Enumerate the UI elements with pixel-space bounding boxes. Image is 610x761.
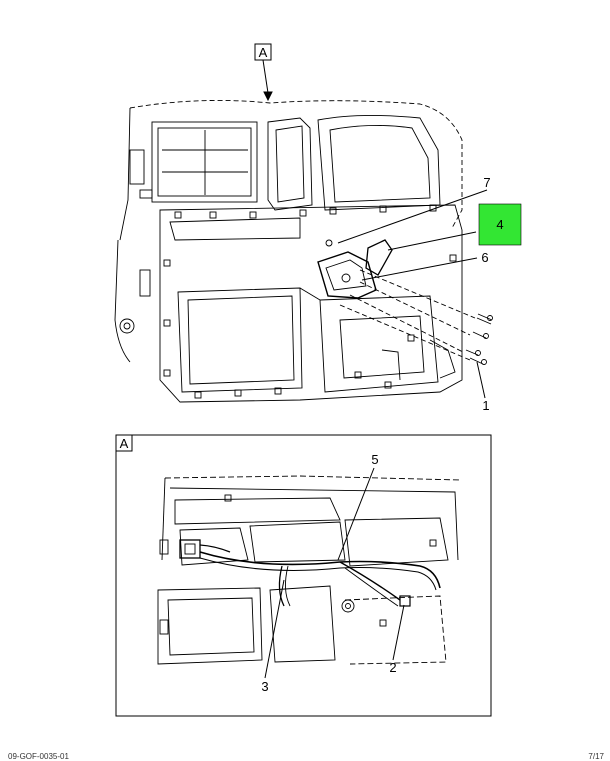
callout-6: 6: [481, 250, 488, 265]
callout-4-highlight: [478, 203, 522, 246]
screws: [339, 269, 493, 365]
callout-2: 2: [389, 660, 396, 675]
detail-a-label: A: [120, 436, 129, 451]
callout-7: 7: [483, 175, 490, 190]
instrument-panel-illustration: [114, 99, 493, 403]
footer-figure-id: 09-GOF-0035-01: [8, 752, 69, 761]
callout-5: 5: [371, 452, 378, 467]
callout-4: 4: [496, 217, 503, 232]
callout-3: 3: [261, 679, 268, 694]
detail-a-box: A: [115, 434, 492, 717]
callout-leaders-upper: [337, 189, 488, 399]
footer-page: 7/17: [588, 752, 604, 761]
callout-1: 1: [482, 398, 489, 413]
callout-leaders-detail: [264, 467, 405, 679]
view-a-indicator: A: [254, 43, 273, 102]
detail-a-illustration: [157, 475, 461, 665]
view-a-label: A: [259, 45, 268, 60]
